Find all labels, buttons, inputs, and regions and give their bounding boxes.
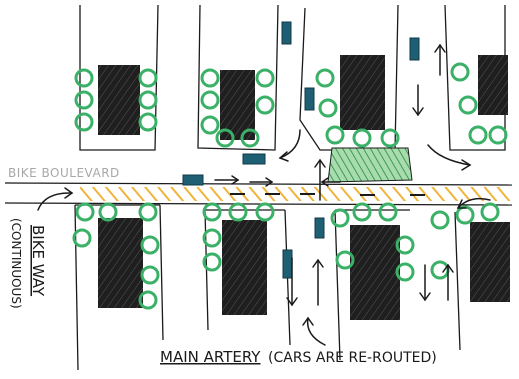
cars [182, 21, 420, 279]
bike-boulevard-street [4, 182, 513, 206]
continuous-label: (CONTINUOUS) [9, 218, 23, 309]
traffic-arrows [37, 43, 491, 346]
cars-rerouted-label: (CARS ARE RE-ROUTED) [268, 350, 437, 366]
green-plaza [327, 147, 413, 183]
top-buildings [98, 55, 508, 140]
bike-way-label: BIKE WAY [29, 225, 47, 297]
main-artery-label: MAIN ARTERY [160, 348, 261, 366]
bike-boulevard-label: BIKE BOULEVARD [8, 166, 120, 180]
trees [72, 62, 508, 310]
bottom-buildings [98, 218, 510, 320]
